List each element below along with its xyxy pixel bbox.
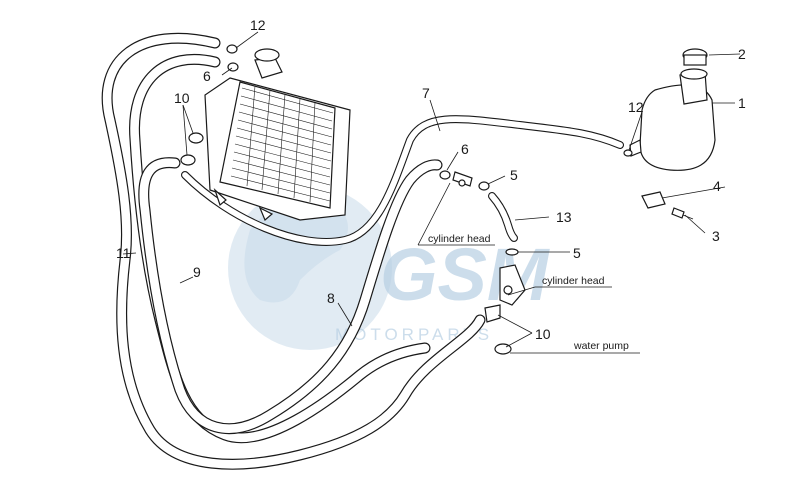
hose-13 [488,192,518,242]
callout-6-top: 6 [203,68,211,84]
note-water-pump: water pump [573,340,629,352]
bracket-4 [641,191,666,209]
leader-lines [122,31,741,354]
callout-9: 9 [193,264,201,280]
clamp-12-tank [623,149,633,157]
callout-labels: 12 6 10 7 6 12 2 1 4 3 5 13 5 11 9 8 10 [116,17,746,342]
note-cylinder-head-2: cylinder head [542,275,605,287]
watermark-brand: GSM [380,233,550,316]
clamps-12-6-top [226,44,239,72]
callout-7: 7 [422,85,430,101]
callout-5-lower: 5 [573,245,581,261]
callout-1: 1 [738,95,746,111]
callout-3: 3 [712,228,720,244]
callout-5-upper: 5 [510,167,518,183]
clamp-5-upper [478,181,490,191]
tee-fitting [452,171,473,187]
clamps-10-upper [180,132,204,166]
pump-fitting [484,304,501,323]
clamp-6-upper [439,170,451,180]
callout-6-fitting: 6 [461,141,469,157]
callout-2: 2 [738,46,746,62]
callout-13: 13 [556,209,572,225]
callout-10-lower: 10 [535,326,551,342]
thermostat-housing [499,264,526,306]
callout-8: 8 [327,290,335,306]
hose-11 [101,32,486,470]
callout-12-tank: 12 [628,99,644,115]
watermark-sub: MOTORPARTS [335,325,493,344]
callout-12-top: 12 [250,17,266,33]
annotations: cylinder head cylinder head water pump [428,233,629,352]
hose-7 [181,115,624,246]
radiator [204,48,351,221]
screw-3 [671,207,694,220]
callout-10-upper: 10 [174,90,190,106]
note-cylinder-head-1: cylinder head [428,233,491,245]
clamp-5-lower [505,248,519,256]
callout-4: 4 [713,178,721,194]
expansion-tank [629,48,716,171]
callout-11: 11 [116,245,131,261]
hose-8 [138,157,443,435]
